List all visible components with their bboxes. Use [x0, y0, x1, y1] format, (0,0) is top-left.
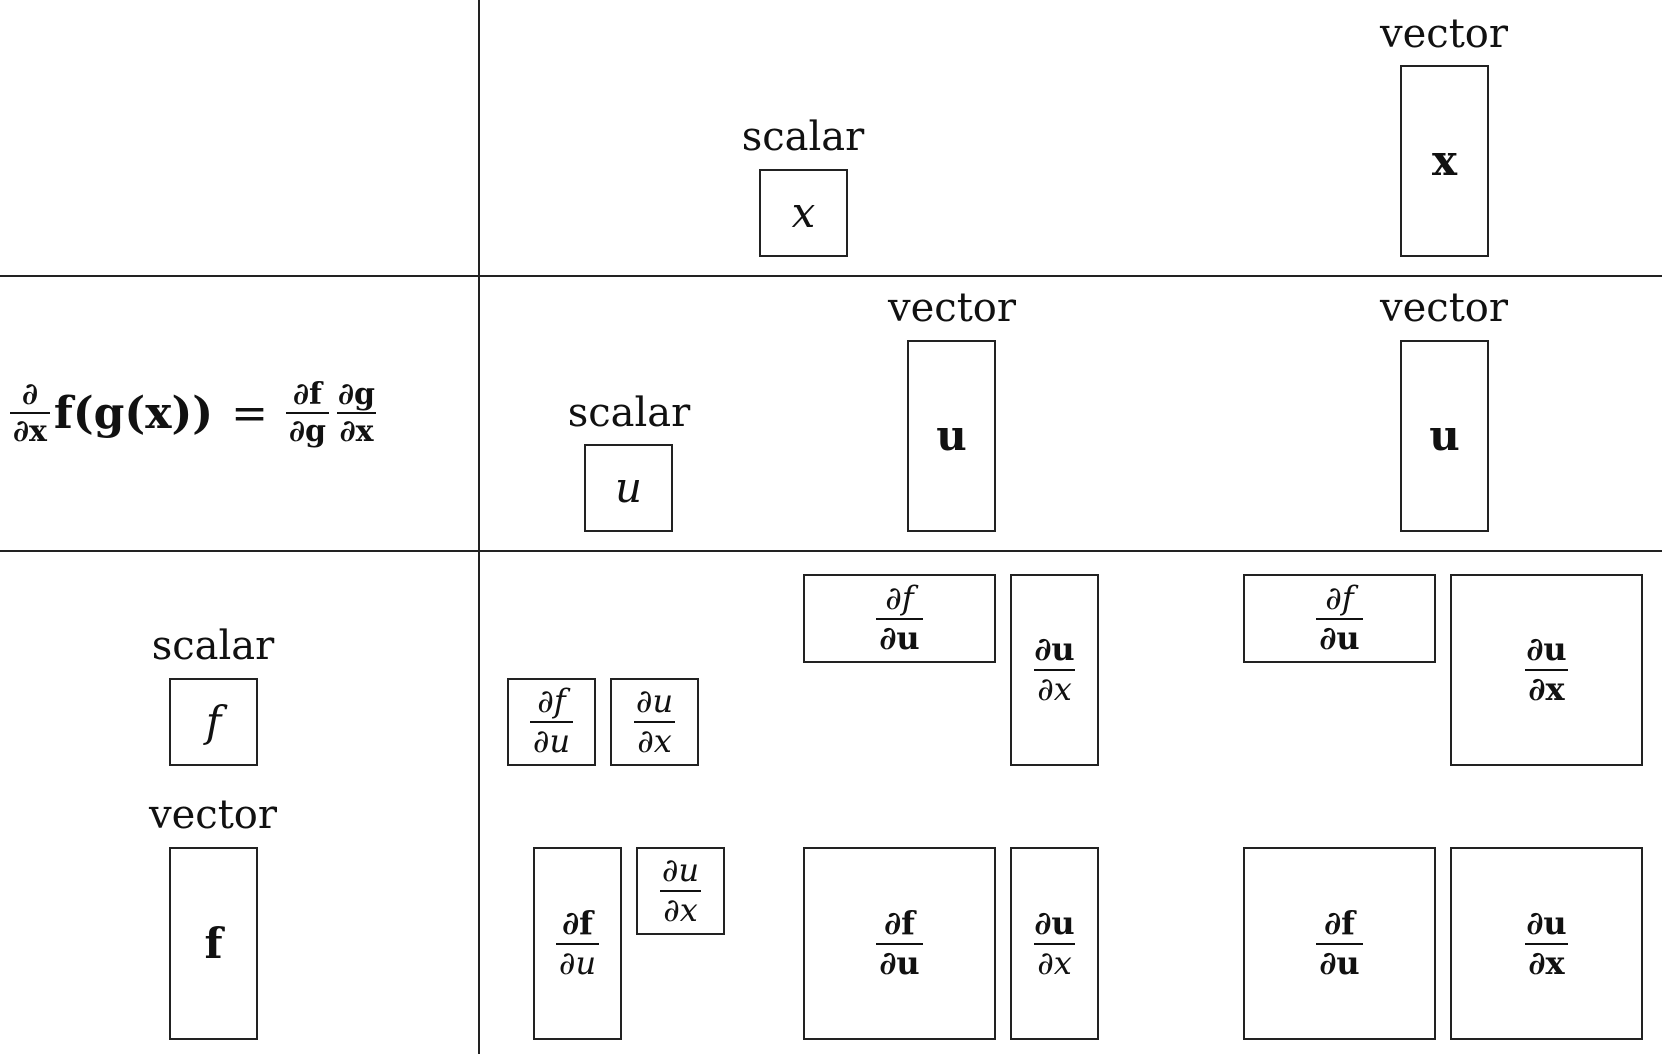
- df-du-matrix-box-2: ∂f∂u: [1243, 847, 1436, 1040]
- du-dx-fraction: ∂u∂x: [660, 851, 701, 929]
- du-dx-fraction: ∂u∂x: [1525, 630, 1568, 708]
- df-du-fraction: ∂f∂u: [555, 906, 600, 980]
- horizontal-divider-top: [0, 275, 1662, 277]
- f-vector-box: f: [169, 847, 258, 1040]
- eq-equals: =: [231, 387, 268, 439]
- du-dx-column-box-1: ∂u∂x: [1010, 574, 1099, 766]
- df-du-matrix-box-1: ∂f∂u: [803, 847, 996, 1040]
- header-vector-label: vector: [1380, 11, 1508, 57]
- f-scalar-label: scalar: [151, 623, 275, 669]
- du-dx-fraction: ∂u∂x: [1525, 903, 1568, 982]
- f-scalar-box: f: [169, 678, 258, 766]
- df-du-row-vector-box-1: ∂f∂u: [803, 574, 996, 663]
- f-vector-label: vector: [149, 792, 277, 838]
- df-du-column-box: ∂f∂u: [533, 847, 622, 1040]
- f-scalar-symbol: f: [205, 697, 222, 746]
- u-vector-box-2: u: [1400, 340, 1489, 532]
- du-dx-matrix-box-2: ∂u∂x: [1450, 847, 1643, 1040]
- u-vector-box-1: u: [907, 340, 996, 532]
- du-dx-fraction: ∂u∂x: [1034, 630, 1075, 708]
- eq-lhs-fraction: ∂∂x: [10, 378, 50, 448]
- df-du-fraction: ∂f∂u: [876, 581, 923, 655]
- df-du-fraction: ∂f∂u: [1316, 906, 1363, 980]
- x-scalar-symbol: x: [791, 188, 816, 237]
- df-du-scalar-box: ∂f∂u: [507, 678, 596, 766]
- df-du-fraction: ∂f∂u: [876, 906, 923, 980]
- u-scalar-box: u: [584, 444, 673, 532]
- eq-rhs-fraction-2: ∂g∂x: [336, 376, 377, 449]
- eq-lhs-expression: f(g(x)): [53, 387, 214, 439]
- du-dx-fraction: ∂u∂x: [634, 682, 675, 760]
- header-scalar-label: scalar: [741, 114, 865, 160]
- u-scalar-label: scalar: [567, 390, 691, 436]
- df-du-row-vector-box-2: ∂f∂u: [1243, 574, 1436, 663]
- du-dx-column-box-2: ∂u∂x: [1010, 847, 1099, 1040]
- du-dx-matrix-box-1: ∂u∂x: [1450, 574, 1643, 766]
- horizontal-divider-bottom: [0, 550, 1662, 552]
- du-dx-fraction: ∂u∂x: [1034, 903, 1075, 982]
- du-dx-scalar-box-2: ∂u∂x: [636, 847, 725, 935]
- x-vector-symbol: x: [1431, 136, 1458, 185]
- u-scalar-symbol: u: [614, 463, 643, 512]
- du-dx-scalar-box: ∂u∂x: [610, 678, 699, 766]
- x-vector-box: x: [1400, 65, 1489, 257]
- chain-rule-equation: ∂∂x f(g(x)) = ∂f∂g ∂g∂x: [10, 378, 378, 448]
- eq-rhs-fraction-1: ∂f∂g: [286, 378, 330, 448]
- u-vector-symbol-1: u: [936, 411, 967, 460]
- df-du-fraction: ∂f∂u: [1316, 581, 1363, 655]
- x-scalar-box: x: [759, 169, 848, 257]
- u-vector-symbol-2: u: [1429, 411, 1460, 460]
- u-vector-label-2: vector: [1380, 285, 1508, 331]
- vertical-divider: [478, 0, 480, 1054]
- u-vector-label-1: vector: [888, 285, 1016, 331]
- f-vector-symbol: f: [204, 918, 223, 968]
- df-du-fraction: ∂f∂u: [529, 685, 574, 758]
